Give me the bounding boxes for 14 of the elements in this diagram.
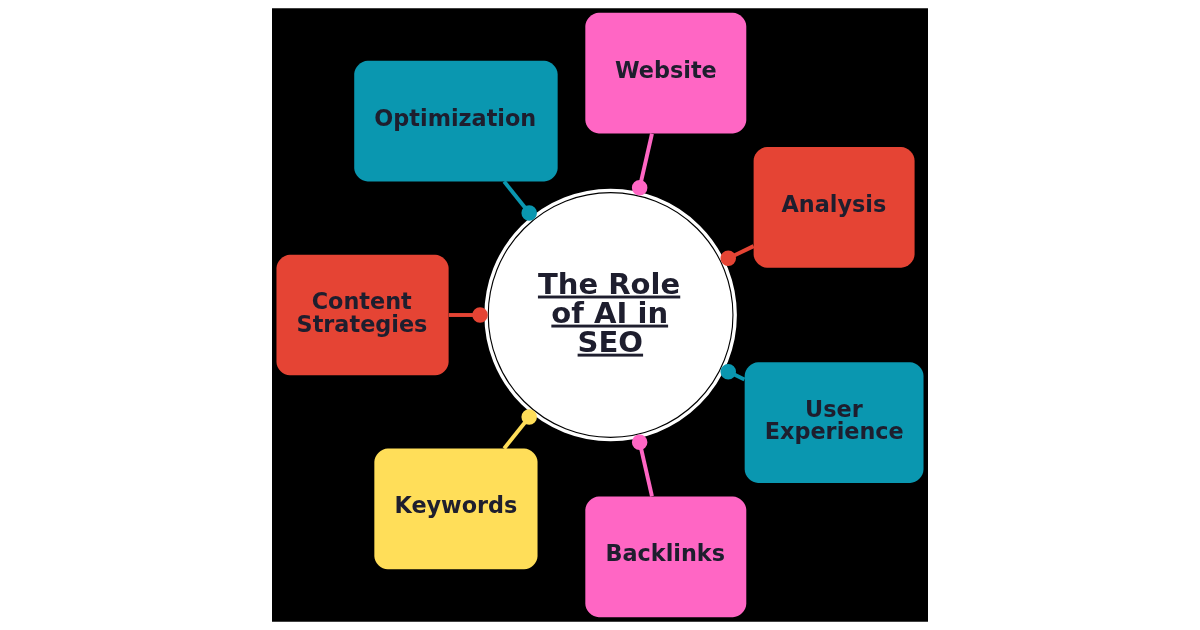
node-box: Keywords — [374, 448, 538, 570]
connector — [720, 363, 746, 382]
node-box: Content Strategies — [276, 254, 449, 376]
node-box: Analysis — [753, 147, 915, 268]
node-box: User Experience — [744, 362, 924, 483]
connector — [502, 409, 537, 450]
node-box: Backlinks — [585, 496, 747, 618]
connector — [631, 434, 654, 497]
connector — [720, 244, 755, 267]
connector — [448, 307, 488, 323]
connector — [631, 133, 654, 196]
node-box: Optimization — [354, 60, 558, 182]
connector — [502, 180, 537, 221]
node-box: Website — [585, 12, 747, 134]
